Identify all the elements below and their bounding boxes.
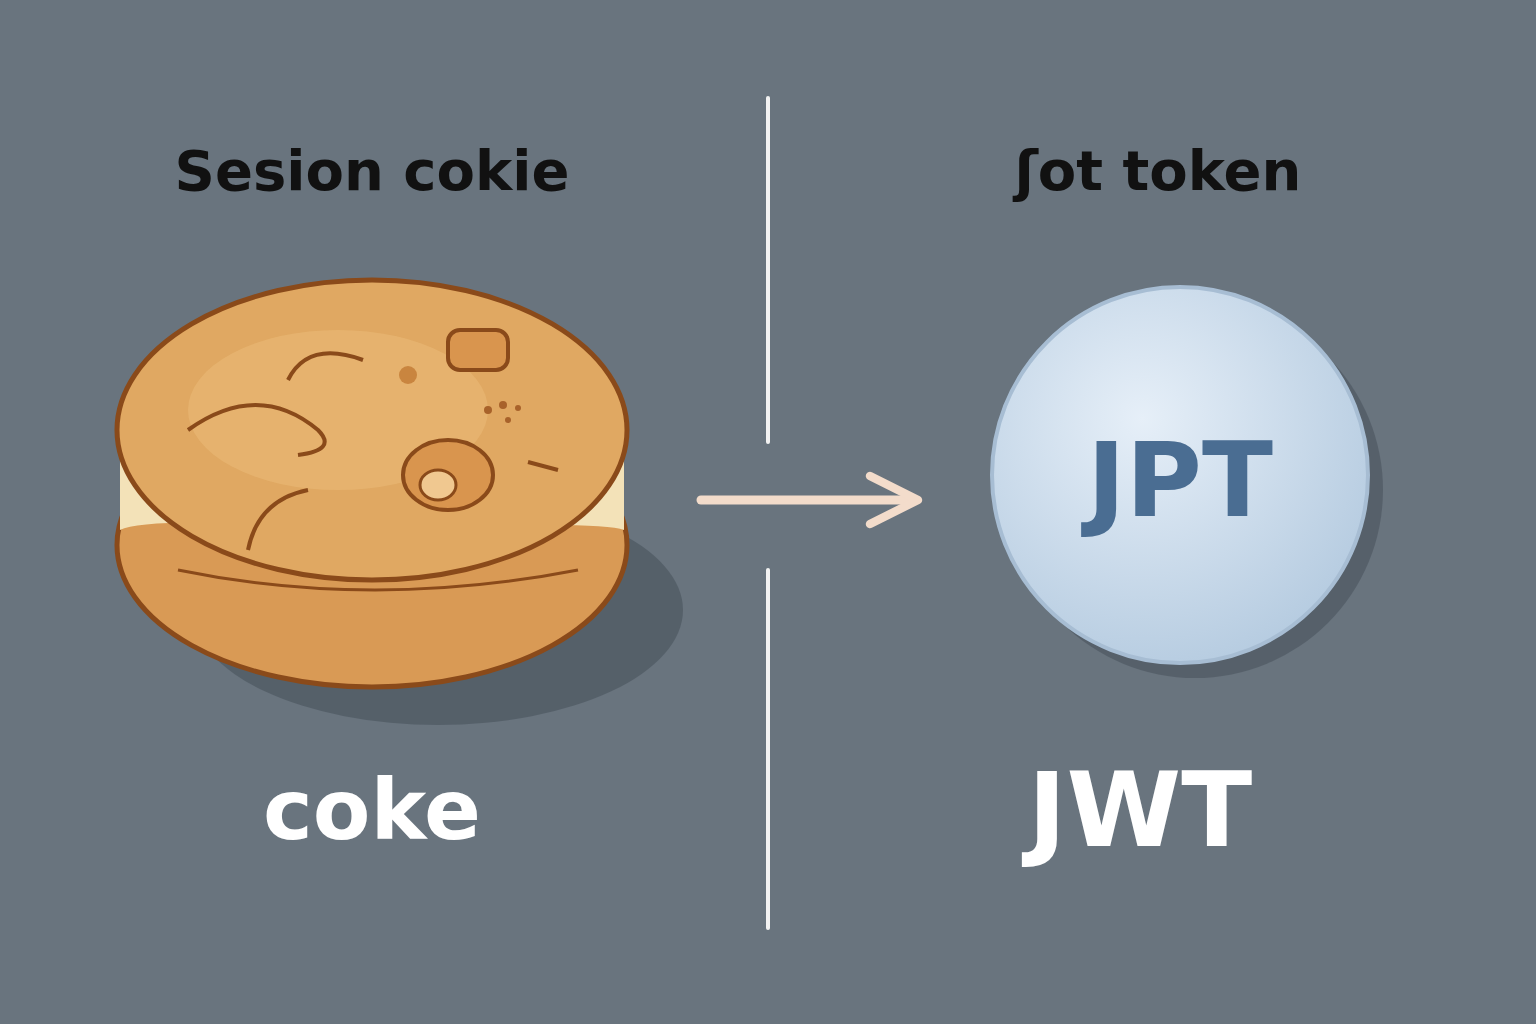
- flow-arrow: [701, 496, 915, 505]
- token-circle: JPTJWT: [990, 285, 1370, 665]
- token-text: JPT: [1087, 419, 1273, 541]
- divider-line: [766, 98, 770, 442]
- node-caption: JWT: [1028, 749, 1252, 871]
- divider-line: [766, 570, 770, 928]
- cookie-icon-outline: [108, 280, 636, 695]
- cookie-icon: coke: [108, 280, 636, 695]
- section-title: Sesion cokie: [175, 138, 570, 203]
- section-title: ʃot token: [1015, 138, 1302, 203]
- node-caption: coke: [263, 761, 481, 859]
